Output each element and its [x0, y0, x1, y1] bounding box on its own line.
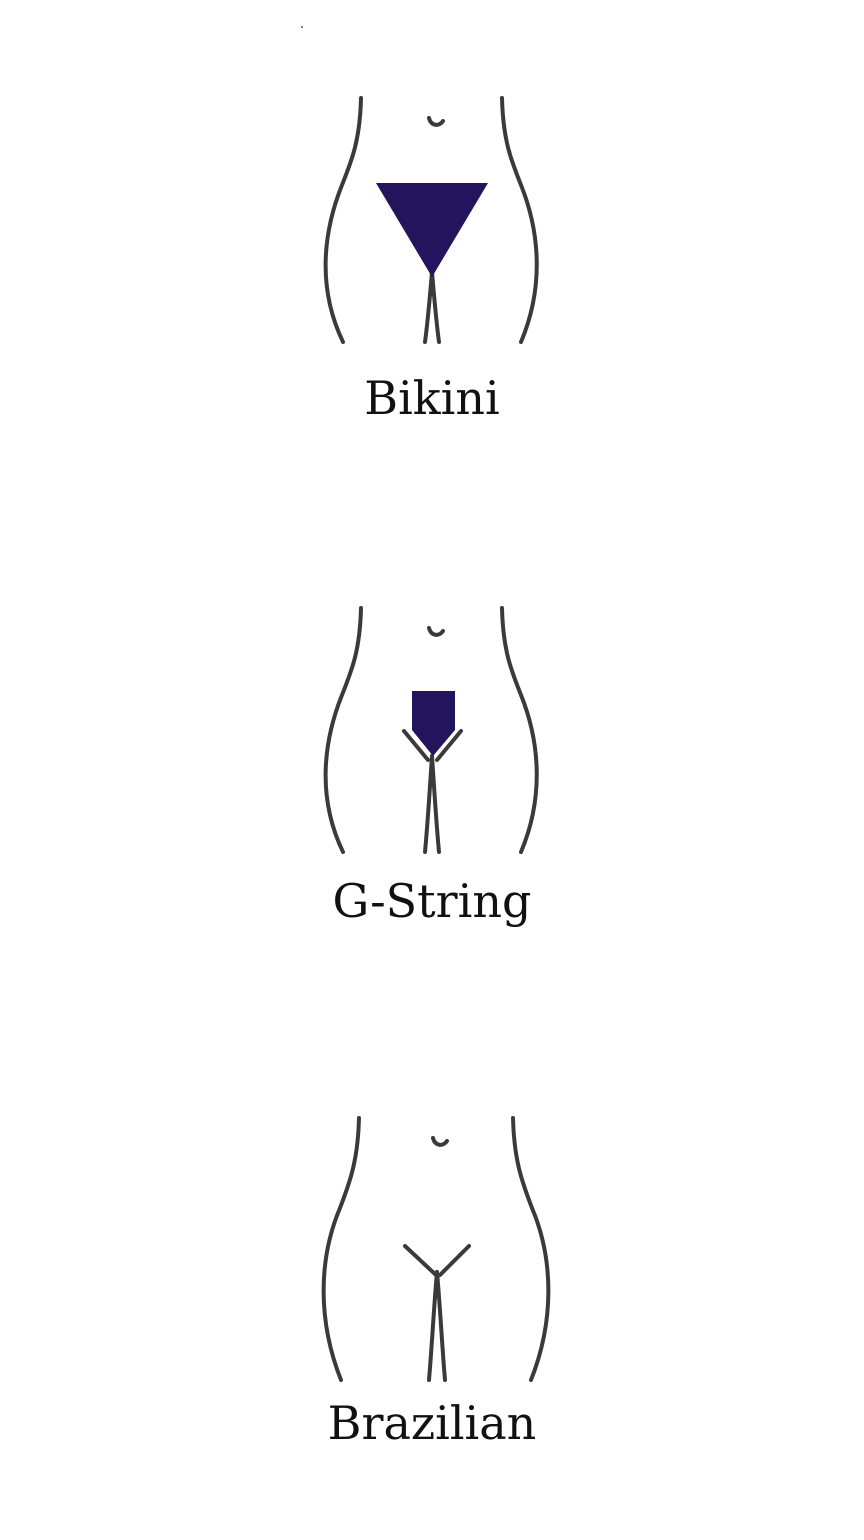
right-groin-line: [438, 1244, 471, 1277]
right-hip-outline: [500, 606, 539, 854]
style-label-g-string: G-String: [332, 874, 532, 928]
left-groin-line: [403, 1244, 438, 1277]
left-leg-line: [423, 754, 434, 854]
g-string-figure: [323, 606, 539, 854]
navel: [431, 1136, 449, 1147]
navel: [427, 626, 445, 637]
brazilian-figure: [321, 1116, 551, 1382]
bikini-figure: [323, 96, 539, 344]
navel: [427, 116, 445, 127]
right-hip-outline: [500, 96, 539, 344]
left-hip-outline: [323, 606, 363, 854]
right-leg-line: [430, 754, 441, 854]
left-groin-line: [402, 729, 430, 762]
style-panel-g-string: G-String: [0, 590, 864, 1030]
style-label-brazilian: Brazilian: [327, 1396, 537, 1450]
right-hip-outline: [511, 1116, 551, 1382]
right-leg-line: [435, 1270, 447, 1382]
g-string-shaded-area: [412, 691, 455, 756]
left-leg-line: [427, 1270, 439, 1382]
right-groin-line: [435, 729, 463, 762]
style-panel-brazilian: Brazilian: [0, 1100, 864, 1540]
left-hip-outline: [321, 1116, 361, 1382]
right-leg-line: [430, 270, 441, 344]
image-speck: [301, 26, 303, 28]
style-label-bikini: Bikini: [364, 371, 500, 425]
style-panel-bikini: Bikini: [0, 80, 864, 520]
bikini-shaded-area: [376, 183, 488, 277]
left-hip-outline: [323, 96, 363, 344]
